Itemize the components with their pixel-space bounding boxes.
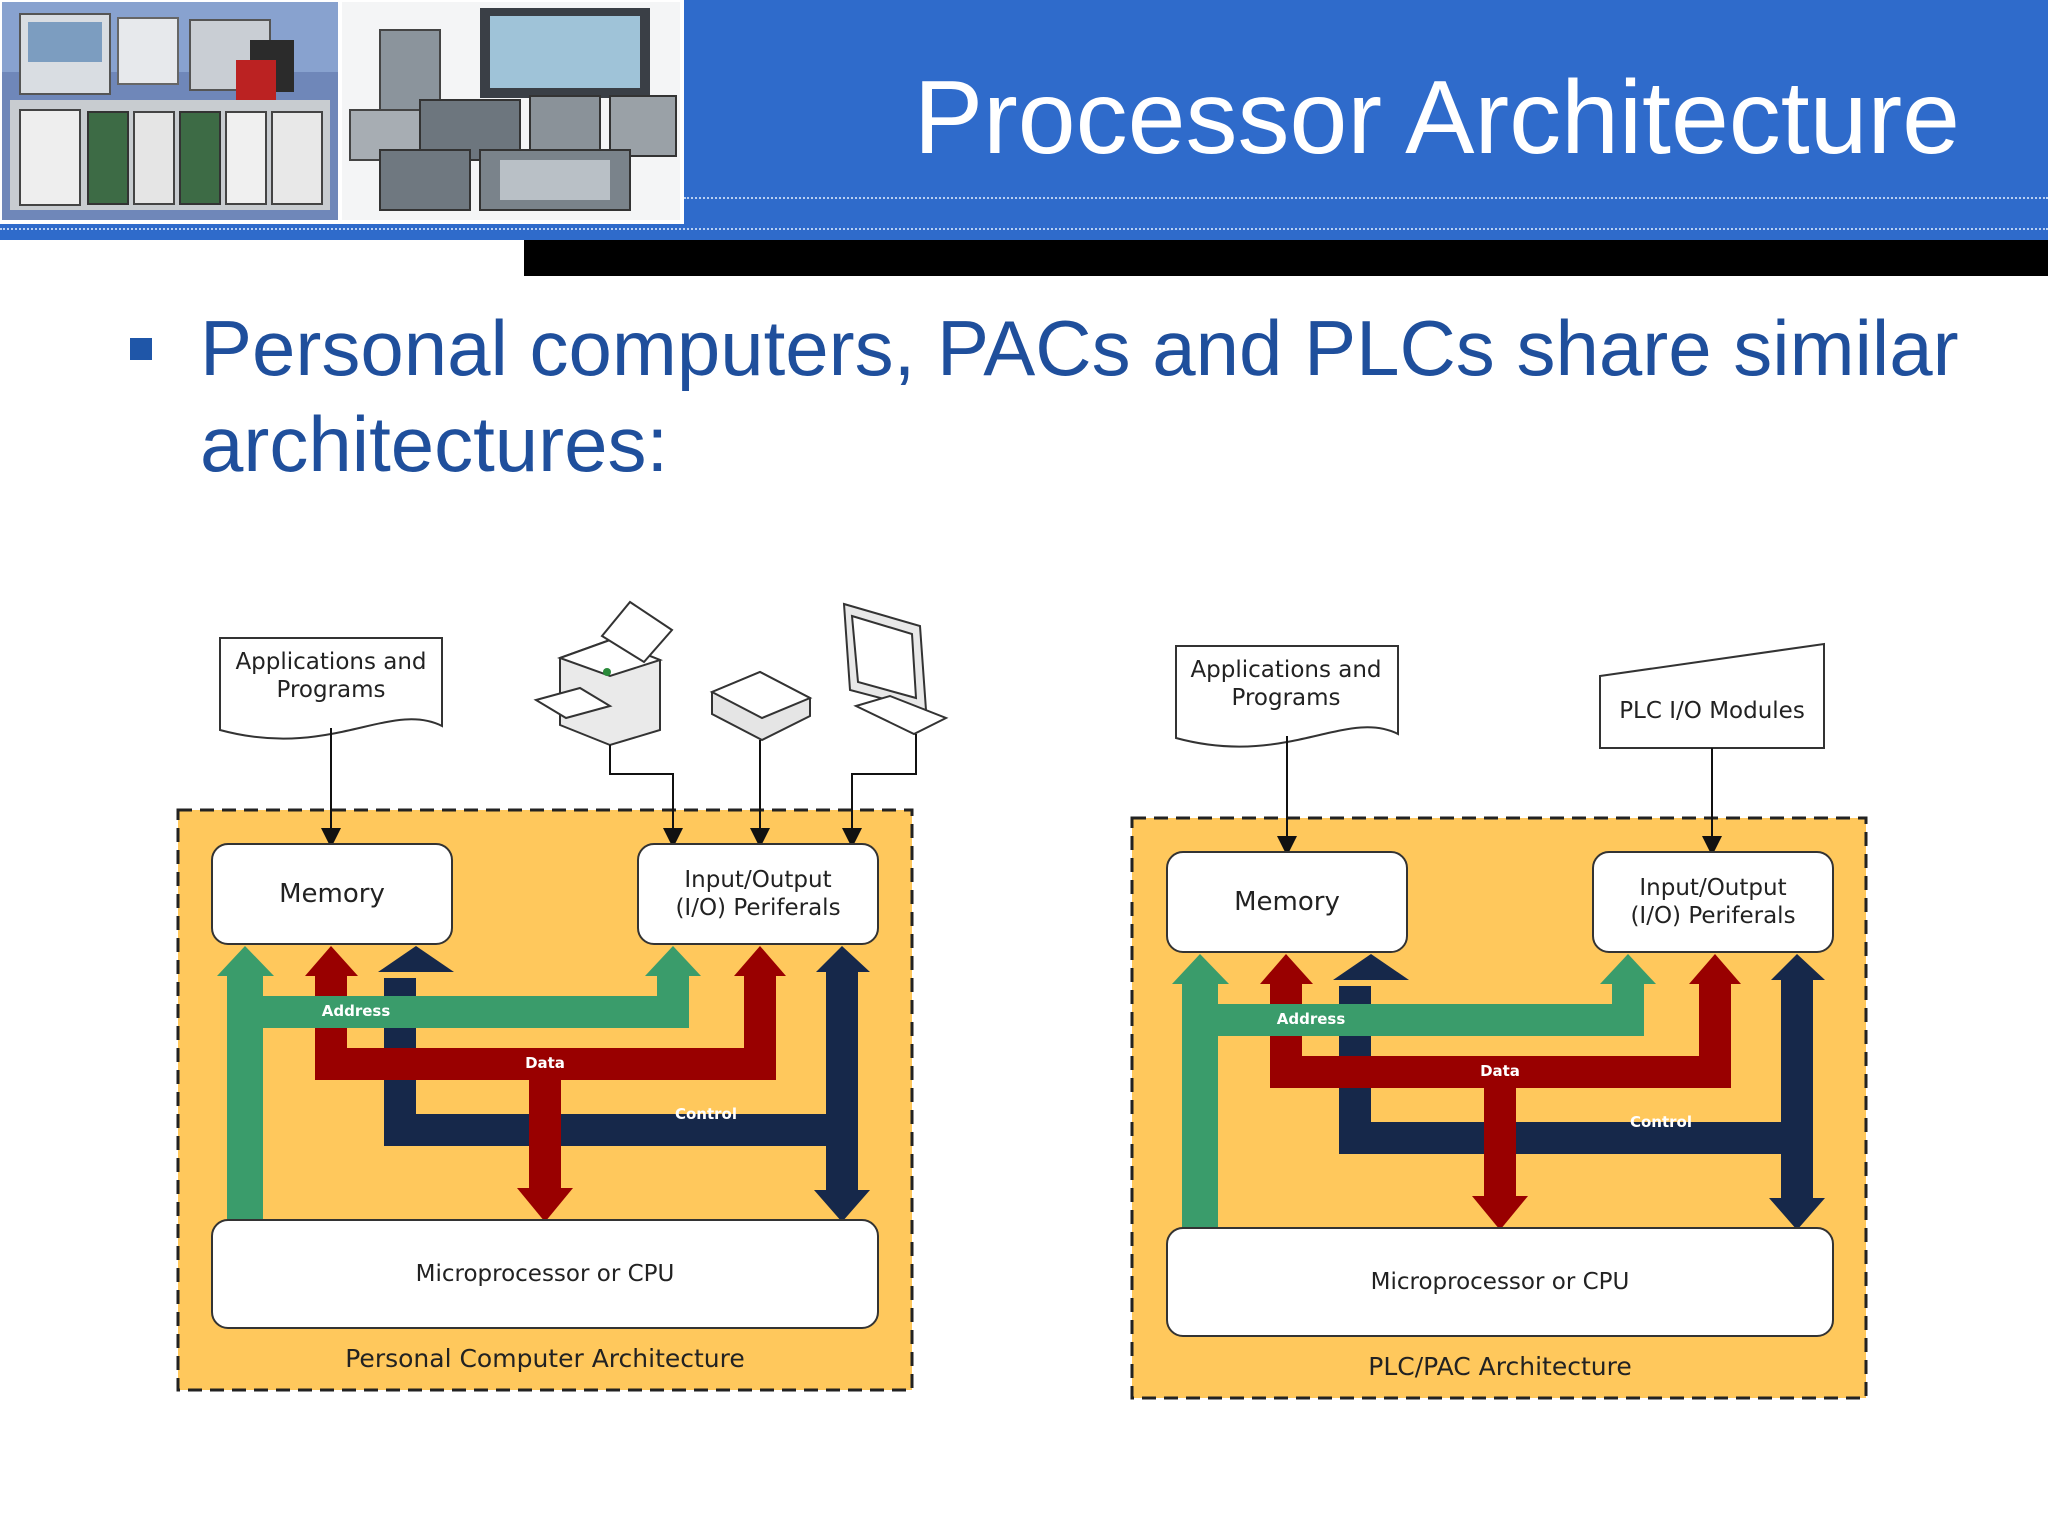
pc-memory-label: Memory: [279, 879, 385, 909]
plc-io-box: [1592, 851, 1834, 953]
plc-address-bus: [1172, 954, 1656, 1228]
plc-memory-label: Memory: [1234, 887, 1340, 917]
header-rule-bottom: [0, 228, 2048, 230]
plc-data-bus-label: Data: [1480, 1062, 1520, 1080]
printer-icon: [533, 600, 674, 747]
plc-programs-document-icon: [1175, 645, 1399, 748]
header-rule-top: [684, 197, 2048, 199]
plc-io-label-line2: (I/O) Periferals: [1630, 903, 1795, 929]
pc-programs-label-line1: Applications and: [235, 649, 426, 675]
slide-title: Processor Architecture: [913, 60, 1960, 176]
plc-diagram-caption: PLC/PAC Architecture: [1368, 1352, 1631, 1381]
plc-programs-label-line1: Applications and: [1190, 657, 1381, 683]
pc-programs-document-icon: [219, 637, 443, 740]
plc-architecture-diagram: Applications and Programs PLC I/O Module…: [1130, 642, 1868, 1400]
header-photo-strip: [0, 0, 684, 224]
pc-io-box: [637, 843, 879, 945]
plc-io-modules-box: [1599, 642, 1825, 749]
bullet-square-icon: [130, 338, 152, 360]
plc-memory-box: [1166, 851, 1408, 953]
pc-io-label-line1: Input/Output: [684, 867, 831, 893]
pc-architecture-diagram: Applications and Programs: [176, 600, 949, 1392]
plc-address-bus-label: Address: [1277, 1010, 1346, 1028]
header-black-stripe: [524, 240, 2048, 276]
monitor-icon: [842, 602, 949, 736]
plc-programs-label-line2: Programs: [1231, 685, 1340, 711]
pc-programs-label-line2: Programs: [276, 677, 385, 703]
pc-diagram-caption: Personal Computer Architecture: [345, 1344, 745, 1373]
pc-io-label-line2: (I/O) Periferals: [675, 895, 840, 921]
slide-header: Processor Architecture: [0, 0, 2048, 240]
bullet-text: Personal computers, PACs and PLCs share …: [200, 304, 1959, 488]
pc-memory-box: [211, 843, 453, 945]
plc-hardware-photo-right: [342, 2, 680, 220]
pc-control-bus: [378, 946, 870, 1222]
pc-control-bus-label: Control: [675, 1105, 737, 1123]
plc-cpu-label: Microprocessor or CPU: [1371, 1269, 1630, 1295]
plc-hardware-photo-left: [2, 2, 338, 220]
plc-io-label-line1: Input/Output: [1639, 875, 1786, 901]
pc-address-bus: [217, 946, 701, 1220]
plc-cpu-box: [1166, 1227, 1834, 1337]
scanner-icon: [709, 670, 813, 742]
pc-cpu-box: [211, 1219, 879, 1329]
pc-address-bus-label: Address: [322, 1002, 391, 1020]
pc-data-bus-label: Data: [525, 1054, 565, 1072]
plc-control-bus-label: Control: [1630, 1113, 1692, 1131]
plc-io-modules-label: PLC I/O Modules: [1619, 698, 1805, 724]
pc-cpu-label: Microprocessor or CPU: [416, 1261, 675, 1287]
plc-control-bus: [1333, 954, 1825, 1230]
